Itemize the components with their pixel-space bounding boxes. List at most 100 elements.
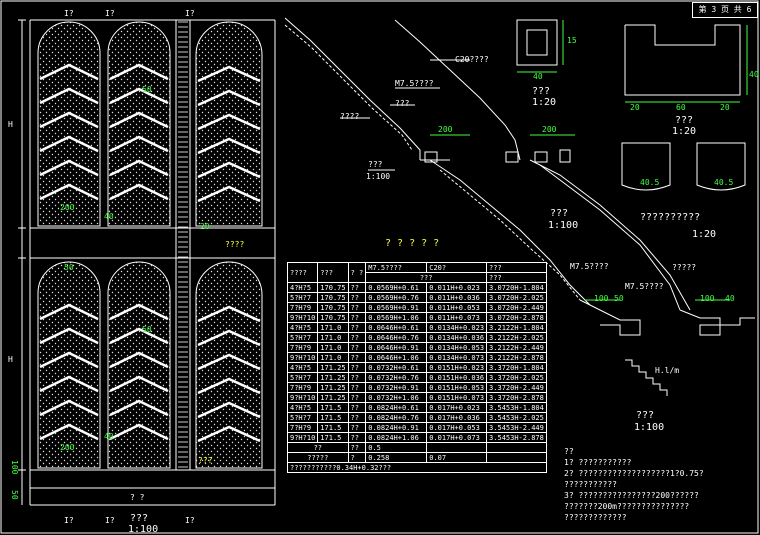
chevron-rib bbox=[109, 351, 169, 369]
label-a-3: ??? bbox=[395, 99, 410, 108]
table-cell: 171.0 bbox=[317, 332, 349, 343]
table-cell: 0.017H+0.053 bbox=[426, 422, 488, 433]
table-cell: 0.0646H+0.91 bbox=[365, 342, 428, 353]
chevron-rib bbox=[39, 327, 99, 345]
quantity-table: ???? ??? ? ? M7.5???? C20? ??? ??? ??? 4… bbox=[286, 262, 547, 473]
table-cell: 171.25 bbox=[317, 372, 349, 383]
table-cell: 3.2122H-2.025 bbox=[486, 332, 547, 343]
detail-large-section bbox=[624, 24, 748, 103]
table-cell: 0.011H+0.053 bbox=[426, 302, 488, 313]
arch-frames bbox=[37, 21, 263, 469]
table-cell: 170.75 bbox=[317, 312, 349, 323]
section-mark-3: I? bbox=[185, 9, 195, 18]
note-line-0: ?? bbox=[564, 447, 574, 456]
table-cell: 0.0646H+0.61 bbox=[365, 322, 428, 333]
dim-bottom-50b: 50 bbox=[142, 325, 152, 334]
table-cell: 171.5 bbox=[317, 422, 349, 433]
table-cell: 171.0 bbox=[317, 322, 349, 333]
table-cell: 5?H?7 bbox=[286, 292, 319, 303]
table-cell: 5?H?7 bbox=[286, 372, 319, 383]
chevron-rib bbox=[197, 65, 261, 83]
label-m75-c1: M7.5???? bbox=[570, 262, 609, 271]
chevron-rib bbox=[109, 375, 169, 393]
dim-bottom-width: 200 bbox=[60, 443, 75, 452]
table-cell: 0.011H+0.036 bbox=[426, 292, 488, 303]
table-cell: 7?H?9 bbox=[286, 382, 319, 393]
section-b-scale: 1:100 bbox=[548, 220, 579, 231]
table-cell: ?? bbox=[347, 292, 367, 303]
detail-large-scale: 1:20 bbox=[672, 126, 697, 137]
table-cell: 0.0569H+0.76 bbox=[365, 292, 428, 303]
table-cell: 0.011H+0.023 bbox=[426, 282, 488, 293]
notes-block: ?? 1? ??????????? 2? ???????????????????… bbox=[564, 446, 704, 523]
table-footer-row: ???????????0.34H+0.32??? bbox=[287, 462, 547, 473]
dim-c-100a: 100 bbox=[594, 294, 609, 303]
table-cell: ?? bbox=[347, 372, 367, 383]
table-cell: ?? bbox=[347, 432, 367, 443]
detail-small-title: ??? bbox=[532, 86, 551, 97]
table-cell: 171.5 bbox=[317, 402, 349, 413]
table-cell: 0.0151H+0.073 bbox=[426, 392, 488, 403]
middle-strip-label: ? ? bbox=[130, 493, 145, 502]
table-cell: 3.3720H-2.878 bbox=[486, 392, 547, 403]
table-cell: 0.0134H+0.053 bbox=[426, 342, 488, 353]
table-cell: 3.0720H-1.804 bbox=[486, 282, 547, 293]
strip-label: ???? bbox=[225, 240, 245, 249]
dim-large-60: 60 bbox=[676, 103, 686, 112]
center-stair-ladder bbox=[178, 21, 188, 468]
chevron-rib bbox=[197, 113, 261, 131]
dim-large-20b: 20 bbox=[720, 103, 730, 112]
th-7: ??? bbox=[365, 272, 488, 283]
chevron-rib bbox=[39, 351, 99, 369]
section-mark-4: I? bbox=[64, 516, 74, 525]
table-cell: 0.0646H+1.06 bbox=[365, 352, 428, 363]
chevron-rib bbox=[109, 159, 169, 177]
left-panel-elevation bbox=[18, 19, 276, 506]
chevron-rib bbox=[109, 87, 169, 105]
table-cell: 9?H?10 bbox=[286, 432, 319, 443]
table-cell: 0.0732H+0.61 bbox=[365, 362, 428, 373]
stairs-detail bbox=[625, 359, 668, 396]
note-line-6: ????????????? bbox=[564, 513, 627, 522]
table-cell: 0.0569H+0.91 bbox=[365, 302, 428, 313]
chevron-rib bbox=[197, 185, 261, 203]
chevron-rib bbox=[197, 353, 261, 371]
note-line-1: 1? ??????????? bbox=[564, 458, 632, 467]
table-cell: ?? bbox=[347, 412, 367, 423]
table-cell: 9?H?10 bbox=[286, 392, 319, 403]
label-c3: ????? bbox=[672, 263, 697, 272]
table-cell: 4?H?5 bbox=[286, 322, 319, 333]
stairs-label: H.l/m bbox=[655, 366, 680, 375]
table-cell: 3.2122H-2.878 bbox=[486, 352, 547, 363]
height-label-bottom: H bbox=[8, 355, 13, 364]
table-cell: 0.0824H+1.06 bbox=[365, 432, 428, 443]
section-mark-2: I? bbox=[105, 9, 115, 18]
chevron-rib bbox=[109, 399, 169, 417]
dim-c-100b: 100 bbox=[700, 294, 715, 303]
chevron-rib bbox=[109, 111, 169, 129]
table-cell: 170.75 bbox=[317, 282, 349, 293]
table-cell: 4?H?5 bbox=[286, 362, 319, 373]
table-cell: 3.3720H-1.804 bbox=[486, 362, 547, 373]
table-cell: 0.0732H+0.76 bbox=[365, 372, 428, 383]
table-cell: 171.25 bbox=[317, 382, 349, 393]
dim-top-40: 40 bbox=[104, 212, 114, 221]
table-cell: 5?H?7 bbox=[286, 412, 319, 423]
table-cell: ?? bbox=[347, 332, 367, 343]
chevron-rib bbox=[197, 137, 261, 155]
chevron-rib bbox=[197, 161, 261, 179]
arch-frame bbox=[37, 261, 101, 469]
chevron-rib bbox=[39, 135, 99, 153]
table-cell: 3.5453H-1.804 bbox=[486, 402, 547, 413]
chevron-rib bbox=[39, 87, 99, 105]
